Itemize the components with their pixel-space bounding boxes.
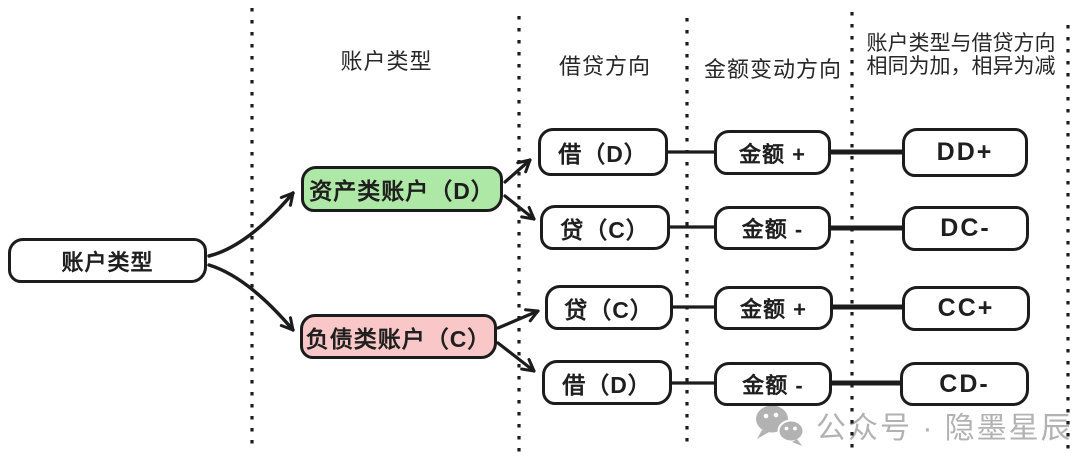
- edge-liability-to-debit: [496, 341, 536, 373]
- direction-node: 借（D）: [542, 360, 672, 405]
- column-header-debit-credit: 借贷方向: [558, 54, 651, 79]
- edge-liability-to-credit: [496, 308, 540, 330]
- direction-node: 贷（C）: [540, 205, 670, 250]
- liability-account-node: 负债类账户（C）: [300, 314, 497, 359]
- column-header-rule: 账户类型与借贷方向 相同为加，相异为减: [856, 32, 1066, 78]
- amount-node: 金额 -: [714, 362, 832, 406]
- direction-node: 贷（C）: [545, 285, 673, 330]
- edge-root-to-liability: [207, 263, 295, 332]
- column-header-rule-line2: 相同为加，相异为减: [866, 55, 1056, 78]
- result-node: DD+: [902, 128, 1028, 177]
- edge-root-to-asset: [207, 191, 295, 258]
- asset-account-node: 资产类账户（D）: [301, 166, 503, 212]
- amount-node: 金额 -: [714, 206, 831, 250]
- root-node-account-type: 账户类型: [8, 238, 207, 283]
- edge-asset-to-credit: [503, 194, 536, 221]
- column-header-rule-line1: 账户类型与借贷方向: [866, 32, 1056, 55]
- result-node: DC-: [902, 206, 1029, 251]
- amount-node: 金额 +: [714, 130, 831, 175]
- edge-asset-to-debit: [503, 158, 532, 184]
- wechat-icon: [756, 405, 805, 446]
- column-header-account-type: 账户类型: [340, 49, 433, 74]
- watermark-text: 公众号 · 隐墨星辰: [816, 412, 1073, 445]
- column-header-amount-change: 金额变动方向: [703, 57, 842, 82]
- watermark: 公众号 · 隐墨星辰: [752, 403, 1073, 447]
- amount-node: 金额 +: [714, 286, 833, 330]
- result-node: CD-: [900, 362, 1029, 406]
- result-node: CC+: [902, 286, 1030, 331]
- direction-node: 借（D）: [538, 128, 668, 176]
